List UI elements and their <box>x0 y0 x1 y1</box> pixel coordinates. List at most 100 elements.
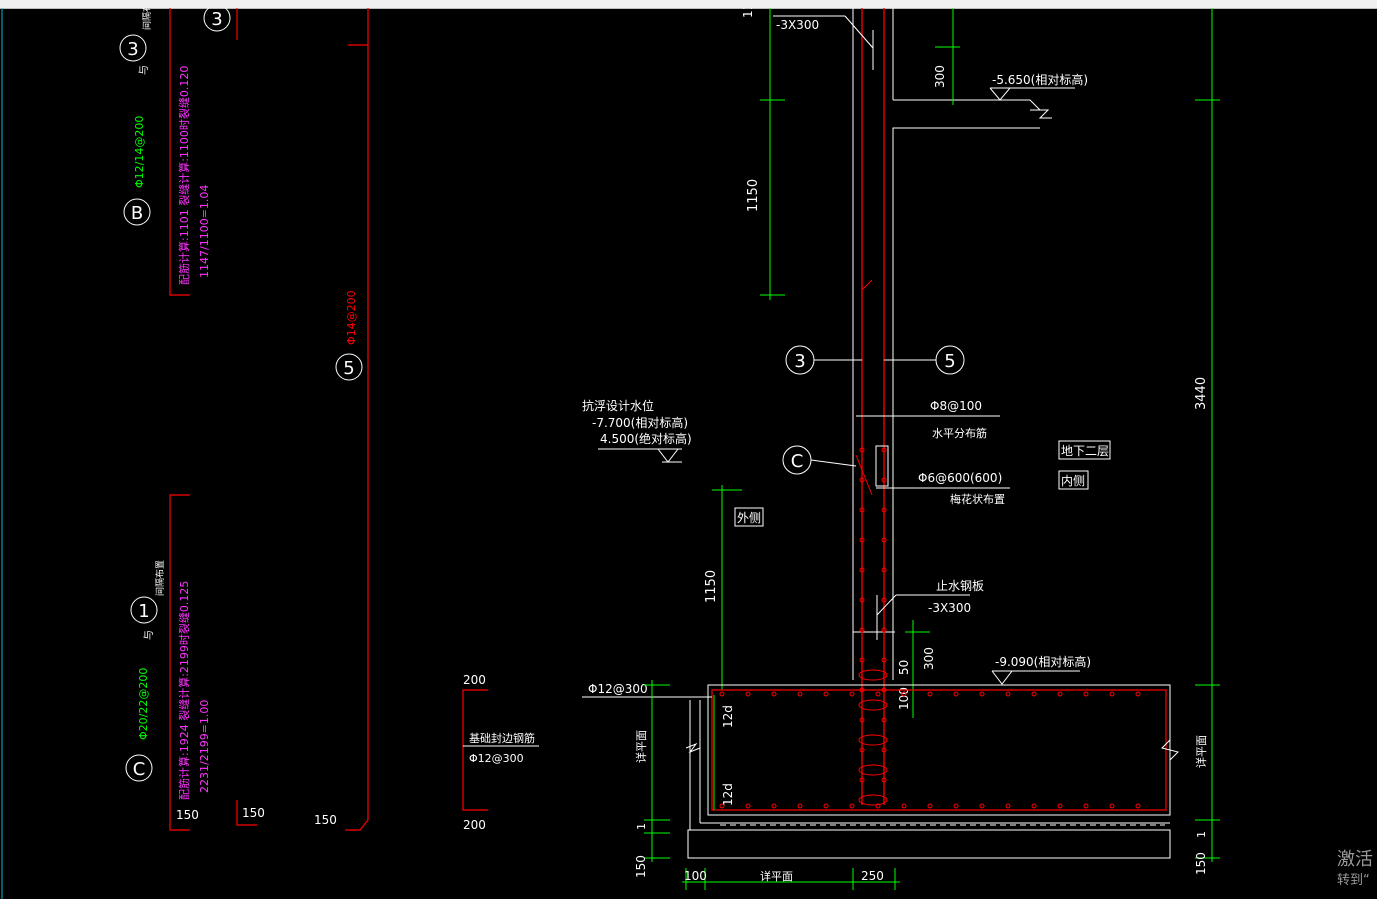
edge-left-break <box>685 742 701 754</box>
dim-1150-top: 1150 <box>746 179 761 212</box>
elev-marker-top <box>989 87 1012 101</box>
see-plan-left: 详平面 <box>634 730 648 763</box>
grid-bubble-1-label: 1 <box>138 601 149 622</box>
grid-bubble-c <box>125 754 153 782</box>
water-abs: 4.500(绝对标高) <box>600 431 692 446</box>
bar-spec-top: Φ12/14@200 <box>133 116 146 188</box>
dim-150-bot: 150 <box>634 855 648 878</box>
rebar-dot-wall <box>881 477 887 483</box>
rebar-dot-wall <box>881 537 887 543</box>
joiner-text-2: 与 <box>143 630 155 640</box>
rebar-dot-bottom <box>1083 803 1089 809</box>
edge-bar-label: 基础封边钢筋 <box>469 731 535 745</box>
suffix-text: 间隔布置 <box>141 8 153 30</box>
waterstop-spec: -3X300 <box>928 601 971 615</box>
water-title: 抗浮设计水位 <box>582 398 654 413</box>
rebar-dot-top <box>823 691 829 697</box>
rebar-dot-top <box>979 691 985 697</box>
rebar-dot-bottom <box>745 803 751 809</box>
bar-spec-mid: Φ14@200 <box>345 290 358 345</box>
activation-line1: 激活 <box>1337 849 1373 870</box>
tie-mark-2 <box>861 279 873 291</box>
outside-text: 外侧 <box>737 511 761 525</box>
dim-1-left: 1 <box>635 823 648 830</box>
grid-bubble-5-label: 5 <box>343 358 354 379</box>
water-rel: -7.700(相对标高) <box>592 415 688 430</box>
cushion-outline <box>687 829 1171 859</box>
rebar-dot-wall <box>881 597 887 603</box>
strip-bottom-outline-2 <box>236 800 257 826</box>
strip-mid-line <box>345 45 369 831</box>
suffix-text-2: 间隔布置 <box>154 560 166 596</box>
foundation-outline <box>707 684 1171 816</box>
dim-50: 50 <box>897 660 911 675</box>
tie-bar-text: Φ6@600(600) <box>918 471 1002 485</box>
edge-bar-detail: 200 200 基础封边钢筋 Φ12@300 <box>462 673 539 832</box>
rebar-dot-bottom <box>875 803 881 809</box>
rebar-dot-top <box>719 691 725 697</box>
anchor-bot: 12d <box>721 783 735 806</box>
rebar-dot-wall <box>881 507 887 513</box>
rebar-dot-bottom <box>1005 803 1011 809</box>
window-top-edge <box>0 0 1377 9</box>
rebar-dot-top <box>1005 691 1011 697</box>
grid-bubble-b <box>123 198 151 226</box>
rebar-dot-bottom <box>823 803 829 809</box>
rebar-dot-bottom <box>901 803 907 809</box>
see-plan-right: 详平面 <box>1194 735 1208 768</box>
rebar-dots <box>719 447 1141 809</box>
rebar-dot-wall <box>881 777 887 783</box>
inside-text: 内侧 <box>1061 474 1085 488</box>
rebar-dot-top <box>797 691 803 697</box>
left-strip-mid: 5 Φ14@200 <box>335 45 369 831</box>
anchor-top: 12d <box>721 705 735 728</box>
grid-bubble-c-label: C <box>133 759 146 780</box>
basement-text: 地下二层 <box>1061 444 1109 458</box>
grid-bubble-3 <box>119 34 147 62</box>
rebar-dot-top <box>901 691 907 697</box>
section-bubble-c-label: C <box>791 451 804 472</box>
waterstop-bot-leader <box>876 594 897 616</box>
strip-bottom-outline <box>169 494 190 831</box>
water-marker <box>657 448 679 463</box>
slab-bottom <box>892 127 1040 680</box>
foundation-break <box>1161 739 1179 761</box>
bar-spec-bottom: Φ20/22@200 <box>137 668 150 740</box>
stirrup-loop <box>858 669 888 681</box>
section-bubble-5-label: 5 <box>944 351 955 372</box>
rebar-dot-bottom <box>1057 803 1063 809</box>
rebar-dot-wall <box>881 627 887 633</box>
waterstop-top-leader <box>844 15 874 49</box>
rebar-dot-wall <box>859 627 865 633</box>
elev-bot-text: -9.090(相对标高) <box>995 654 1091 669</box>
grid-bubble-3b <box>203 8 231 32</box>
tie-mark <box>855 454 873 496</box>
cad-drawing-canvas[interactable]: 3 3 与 间隔布置 B Φ12/14@200 配筋计算:1101 裂缝计算:1… <box>0 8 1377 899</box>
wall-section: -3X300 11 1150 300 -5.650(相对标高) 3440 详平面… <box>582 8 1220 890</box>
stirrup-loop <box>858 734 888 746</box>
slab-break <box>1030 109 1052 119</box>
calc-line1-bottom: 配筋计算:1924 裂缝计算:2199时裂缝0.125 <box>177 581 191 800</box>
stirrup-loop <box>858 699 888 711</box>
rebar-dot-bottom <box>1135 803 1141 809</box>
inside-box <box>1058 470 1089 490</box>
rebar-dot-wall <box>859 747 865 753</box>
elev-top-text: -5.650(相对标高) <box>992 72 1088 87</box>
rebar-dot-wall <box>881 717 887 723</box>
stirrup-loop <box>858 764 888 776</box>
rebar-dot-wall <box>859 687 865 693</box>
strip-mid-outline <box>348 8 369 46</box>
rebar-dot-bottom <box>771 803 777 809</box>
rebar-dot-bottom <box>927 803 933 809</box>
left-strip-top: 3 3 与 间隔布置 B Φ12/14@200 配筋计算:1101 裂缝计算:1… <box>119 8 369 296</box>
foundation-rebar <box>711 689 1167 811</box>
dim-150-c: 150 <box>314 813 337 827</box>
dim-top-11: 11 <box>741 8 755 18</box>
rebar-dot-top <box>1135 691 1141 697</box>
see-plan-bottom: 详平面 <box>760 869 793 883</box>
basement-box <box>1058 440 1111 460</box>
dim-300-top: 300 <box>933 65 947 88</box>
dim-150-a: 150 <box>176 808 199 822</box>
tie-bracket <box>875 445 889 487</box>
dim-3440: 3440 <box>1194 377 1209 410</box>
